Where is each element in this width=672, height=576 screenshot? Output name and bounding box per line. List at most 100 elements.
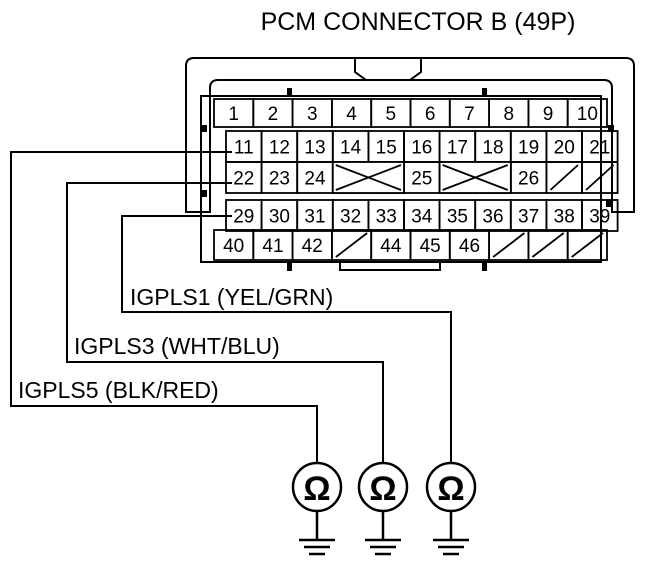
connector-pin: 15	[367, 130, 405, 163]
pin-number: 26	[518, 169, 539, 190]
connector-pin: 33	[367, 199, 405, 232]
pin-number: 29	[233, 207, 254, 228]
pin-number: 24	[304, 169, 326, 190]
pin-number: 6	[425, 104, 436, 125]
connector-pin: 17	[438, 130, 477, 163]
connector-pin: 39	[581, 199, 619, 232]
connector-pin: 1	[213, 98, 255, 128]
pin-number: 23	[269, 169, 290, 190]
connector-pin: 8	[488, 98, 530, 128]
pin-number: 31	[304, 207, 325, 228]
pin-number: 22	[233, 169, 254, 190]
pin-number: 38	[554, 207, 575, 228]
connector-pin: 44	[370, 229, 412, 261]
blocked-cavity	[438, 161, 512, 194]
pin-number: 17	[447, 138, 468, 159]
pin-number: 42	[302, 236, 323, 257]
pin-number: 12	[269, 138, 290, 159]
connector-pin: 11	[225, 130, 263, 163]
pin-number: 7	[464, 104, 475, 125]
pin-number: 2	[268, 104, 279, 125]
pin-number: 32	[340, 207, 361, 228]
connector-pin: 14	[331, 130, 370, 163]
connector-pin: 9	[527, 98, 569, 128]
diagram-title: PCM CONNECTOR B (49P)	[261, 8, 576, 36]
pin-number: 39	[589, 207, 610, 228]
pin-number: 9	[543, 104, 554, 125]
pin-number: 35	[447, 207, 468, 228]
pin-number: 34	[411, 207, 433, 228]
pin-number: 25	[411, 169, 432, 190]
pin-number: 14	[340, 138, 362, 159]
wires	[10, 151, 452, 462]
connector-pin: 16	[403, 130, 441, 163]
empty-cavity-mark	[549, 164, 579, 191]
wire-label-igpls1: IGPLS1 (YEL/GRN)	[130, 284, 333, 310]
pin-number: 19	[518, 138, 539, 159]
connector-keys	[201, 88, 614, 271]
ground-icon	[433, 511, 469, 556]
connector-pin: 10	[566, 98, 608, 128]
pin-number: 37	[518, 207, 539, 228]
pin-number: 33	[376, 207, 397, 228]
connector-pin: 12	[260, 130, 299, 163]
connector-pin: 3	[291, 98, 333, 128]
pin-number: 13	[304, 138, 325, 159]
connector-pin: 25	[403, 161, 441, 194]
connector-pin: 32	[331, 199, 370, 232]
empty-cavity-mark	[531, 232, 565, 258]
connector-pin: 23	[260, 161, 299, 194]
empty-cavity-mark	[492, 232, 525, 258]
empty-cavity-mark	[585, 164, 615, 191]
pin-number: 46	[459, 236, 480, 257]
connector-pin: 37	[509, 199, 548, 232]
connector-pin: 40	[213, 229, 255, 261]
pin-number: 44	[380, 236, 402, 257]
connector-pin: 45	[409, 229, 451, 261]
connector-pin: 36	[474, 199, 512, 232]
pin-number: 30	[269, 207, 290, 228]
connector-pin: 30	[260, 199, 299, 232]
empty-cavity-mark	[335, 232, 368, 258]
connector-pin: 2	[252, 98, 294, 128]
wire-igpls5	[10, 151, 318, 462]
connector-pin	[566, 229, 608, 261]
wire-igpls1	[121, 215, 452, 462]
pin-number: 5	[386, 104, 397, 125]
connector-pin: 35	[438, 199, 477, 232]
pin-number: 10	[577, 104, 598, 125]
connector-pin: 24	[296, 161, 334, 194]
connector-pin	[581, 161, 619, 194]
connector-housing	[185, 57, 635, 271]
pin-number: 18	[482, 138, 503, 159]
connector-pin: 22	[225, 161, 263, 194]
connector-pin: 7	[448, 98, 490, 128]
connector-pin: 5	[370, 98, 412, 128]
connector-pin: 6	[409, 98, 451, 128]
ohm-icon: Ω	[437, 470, 464, 508]
pin-number: 36	[482, 207, 503, 228]
wire-label-igpls3: IGPLS3 (WHT/BLU)	[74, 333, 280, 359]
connector-pin: 20	[545, 130, 583, 163]
ground-icon	[365, 511, 401, 556]
pin-number: 16	[411, 138, 432, 159]
connector-pin: 18	[474, 130, 512, 163]
connector-pin: 13	[296, 130, 334, 163]
pin-number: 41	[262, 236, 283, 257]
connector-pin: 34	[403, 199, 441, 232]
pin-number: 11	[234, 138, 254, 159]
wire-label-igpls5: IGPLS5 (BLK/RED)	[18, 377, 219, 403]
pin-number: 3	[307, 104, 318, 125]
pin-number: 20	[554, 138, 575, 159]
connector-pin: 38	[545, 199, 583, 232]
connector-pin: 42	[291, 229, 333, 261]
connector-pin: 26	[509, 161, 548, 194]
grounds	[299, 511, 469, 556]
connector-pin: 19	[509, 130, 548, 163]
pin-number: 1	[228, 104, 239, 125]
ohmmeter-3: Ω	[425, 461, 477, 513]
ohmmeter-2: Ω	[357, 461, 409, 513]
pin-number: 45	[420, 236, 441, 257]
